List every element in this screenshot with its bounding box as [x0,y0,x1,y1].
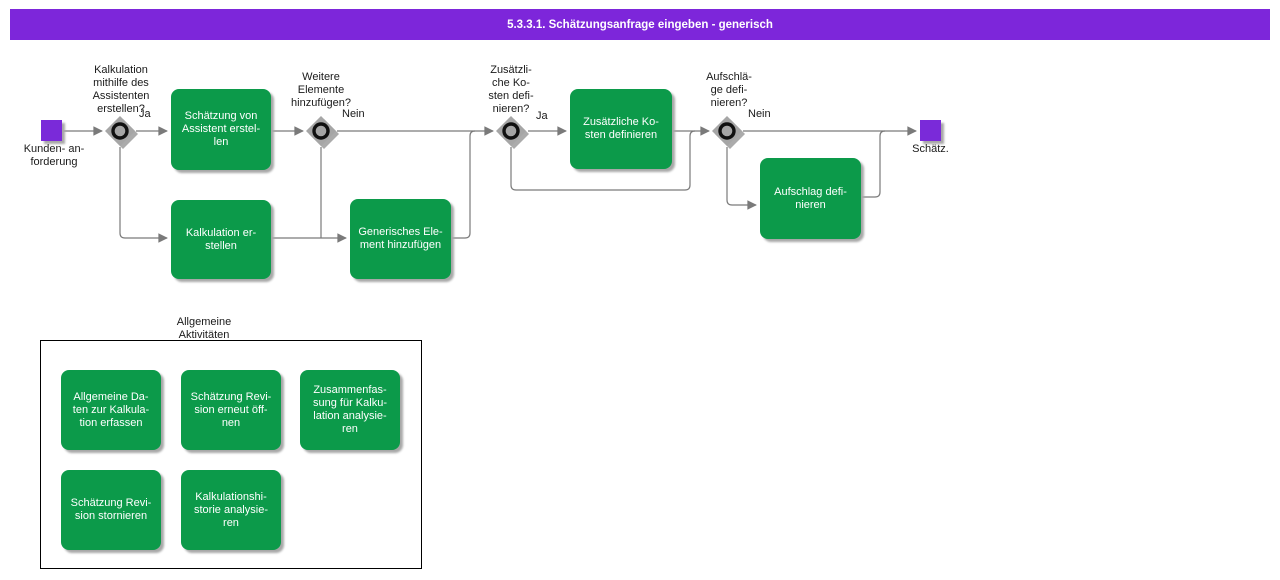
gateway1-branch-label: Ja [139,108,151,120]
page-title: 5.3.3.1. Schätzungsanfrage eingeben - ge… [507,18,773,31]
gateway3-question: Zusätzli- che Ko- sten defi- nieren? [488,64,534,115]
end-event-square[interactable] [920,120,941,141]
activity-kalkulation-erstellen[interactable]: Kalkulation er- stellen [171,200,271,279]
connector-gw4-down-to-activity5 [726,147,757,210]
activity-revision-stornieren[interactable]: Schätzung Revi- sion stornieren [61,470,161,550]
activity-revision-erneut-oeffnen[interactable]: Schätzung Revi- sion erneut öff- nen [181,370,281,450]
gateway4-branch-label: Nein [748,108,771,120]
gateway-aufschlaege[interactable] [712,116,745,149]
gateway3-branch-label: Ja [536,110,548,122]
activity-allgemeine-daten[interactable]: Allgemeine Da- ten zur Kalkula- tion erf… [61,370,161,450]
activity-generisches-element[interactable]: Generisches Ele- ment hinzufügen [350,199,451,279]
gateway2-question: Weitere Elemente hinzufügen? [291,71,351,109]
gateway1-question: Kalkulation mithilfe des Assistenten ers… [92,64,150,115]
activity-kalkulationshistorie[interactable]: Kalkulationshi- storie analysie- ren [181,470,281,550]
general-activities-label: Allgemeine Aktivitäten [176,316,232,341]
connector-gw3-bypass [510,130,696,191]
activity-zusaetzliche-kosten[interactable]: Zusätzliche Ko- sten definieren [570,89,672,169]
gateway2-branch-label: Nein [342,108,365,120]
start-event-square[interactable] [41,120,62,141]
gateway-weitere-elemente[interactable] [306,116,339,149]
connector-activity3-up-to-gw3 [451,130,476,239]
end-event-label: Schätz. [912,143,949,155]
activity-zusammenfassung-analysieren[interactable]: Zusammenfas- sung für Kalku- lation anal… [300,370,400,450]
activity-aufschlag-definieren[interactable]: Aufschlag defi- nieren [760,158,861,239]
title-bar: 5.3.3.1. Schätzungsanfrage eingeben - ge… [10,9,1270,40]
gateway4-question: Aufschlä- ge defi- nieren? [706,71,752,109]
activity-schaetzung-von-assistent[interactable]: Schätzung von Assistent erstel- len [171,89,271,170]
connector-activity5-up-to-main [861,130,886,198]
start-event-label: Kunden- an- forderung [23,143,85,168]
gateway-kalkulation-assistent[interactable] [105,116,138,149]
connector-gw1-down-to-activity2 [119,147,168,243]
gateway-zusaetzliche-kosten[interactable] [496,116,529,149]
